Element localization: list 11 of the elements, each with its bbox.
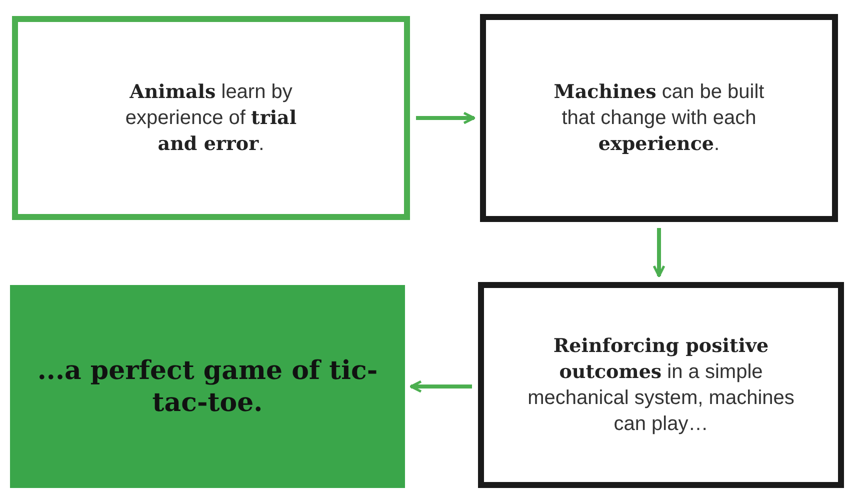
- process-box: [480, 14, 838, 222]
- arrow: [410, 380, 472, 393]
- box-text: Reinforcing positive outcomes in a simple mechanical system, machines can play…: [526, 334, 796, 437]
- box-text: ...a perfect game of tic-tac-toe.: [36, 354, 379, 418]
- process-box: [12, 16, 410, 220]
- process-box: [478, 282, 844, 488]
- arrow: [652, 228, 666, 278]
- box-text: Animals learn by experience of trial and error.: [124, 80, 298, 157]
- arrow: [416, 112, 476, 124]
- filled-box: [10, 285, 405, 488]
- box-text: Machines can be built that change with each experience.: [552, 80, 766, 157]
